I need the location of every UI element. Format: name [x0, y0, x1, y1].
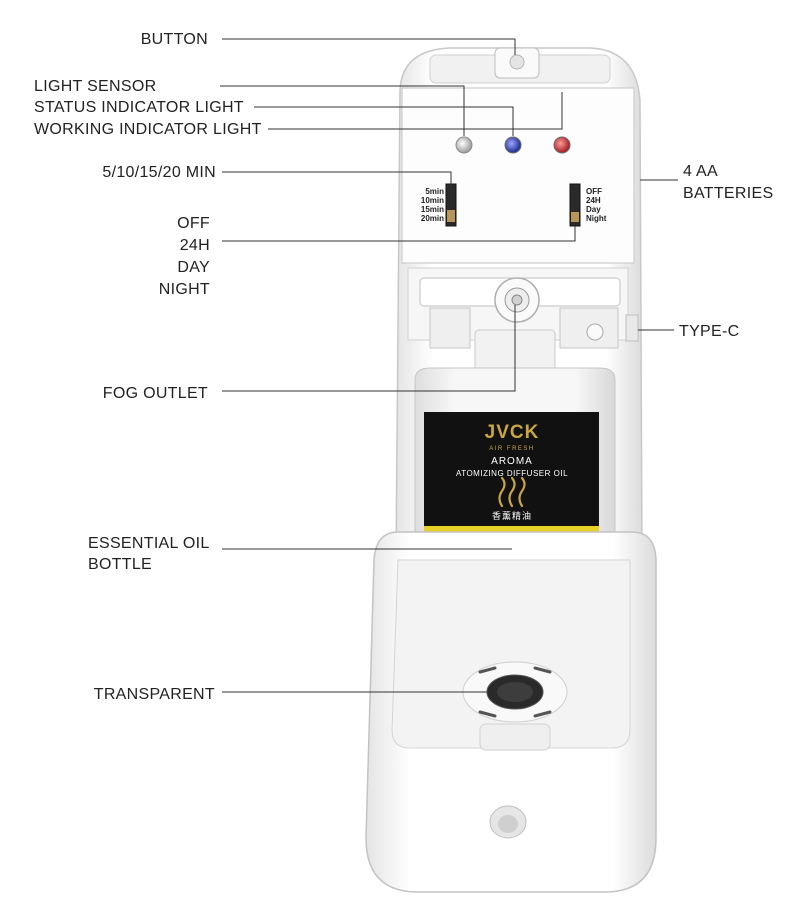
label-mode-day: DAY: [177, 259, 210, 276]
line-fog-outlet: [222, 305, 516, 392]
switch-right-2: 24H: [586, 196, 601, 205]
label-working-indicator-light: WORKING INDICATOR LIGHT: [34, 121, 262, 138]
front-housing: [365, 531, 657, 893]
button-recess: [429, 47, 611, 84]
line-button: [222, 38, 516, 55]
mode-switch-labels: OFF 24H Day Night: [586, 187, 618, 223]
label-batteries: BATTERIES: [683, 185, 774, 202]
label-interval: 5/10/15/20 MIN: [102, 164, 216, 181]
bottle-label: JVCK AIR FRESH AROMA ATOMIZING DIFFUSER …: [427, 416, 597, 524]
line-status: [254, 106, 514, 136]
callout-lines: [220, 38, 678, 693]
switch-left-4: 20min: [420, 214, 444, 223]
label-mode-24h: 24H: [179, 237, 210, 254]
label-batteries-count: 4 AA: [683, 163, 719, 180]
pump-mechanism: [407, 267, 639, 349]
label-light-sensor: LIGHT SENSOR: [34, 78, 157, 95]
product-line-1: AROMA: [491, 456, 533, 467]
line-interval: [222, 171, 452, 186]
label-status-indicator-light: STATUS INDICATOR LIGHT: [34, 99, 244, 116]
label-mode-night: NIGHT: [158, 281, 210, 298]
switch-left-1: 5min: [425, 187, 444, 196]
switch-left-2: 10min: [420, 196, 444, 205]
status-indicator-led: [504, 136, 522, 154]
control-panel: [401, 87, 635, 264]
label-transparent: TRANSPARENT: [93, 686, 215, 703]
label-essential-oil: ESSENTIAL OIL: [88, 535, 210, 552]
light-sensor-led: [455, 136, 473, 154]
brand-logo: JVCK: [484, 422, 540, 443]
switch-right-4: Night: [586, 214, 607, 223]
line-mode: [222, 226, 576, 242]
aroma-waves-icon: [498, 476, 526, 508]
working-indicator-led: [553, 136, 571, 154]
switch-right-3: Day: [586, 205, 601, 214]
line-light-sensor: [220, 85, 465, 136]
label-type-c: TYPE-C: [679, 323, 740, 340]
product-chinese-name: 香薰精油: [491, 511, 532, 521]
switch-right-1: OFF: [586, 187, 602, 196]
label-bottle: BOTTLE: [88, 556, 153, 573]
switch-left-3: 15min: [420, 205, 444, 214]
label-button: BUTTON: [140, 31, 208, 48]
interval-switch-labels: 5min 10min 15min 20min: [414, 187, 444, 223]
label-fog-outlet: FOG OUTLET: [102, 385, 208, 402]
label-mode-off: OFF: [177, 215, 210, 232]
line-working: [268, 92, 563, 130]
brand-subtitle: AIR FRESH: [489, 446, 535, 452]
product-line-2: ATOMIZING DIFFUSER OIL: [455, 469, 569, 478]
